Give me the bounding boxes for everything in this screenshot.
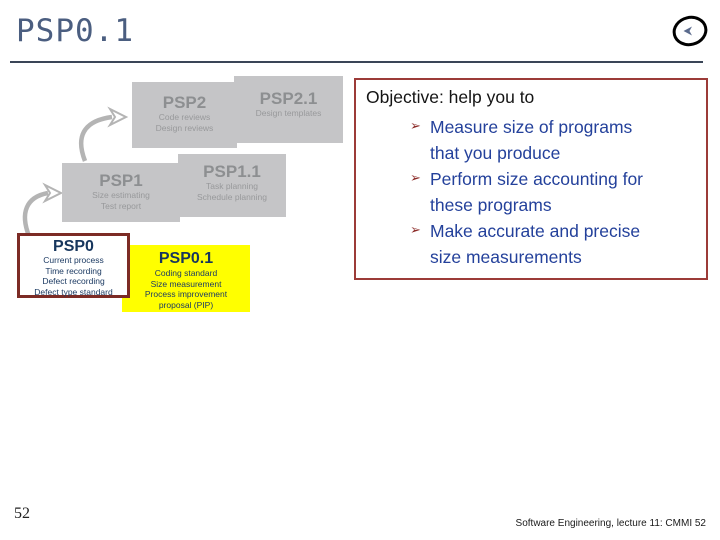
process-box-title: PSP1.1 (203, 162, 261, 181)
objective-bullet-text: Perform size accounting for these progra… (430, 169, 644, 215)
process-box-details: Coding standard Size measurement Process… (144, 268, 228, 310)
right-arrowhead-bullet-icon: ➢ (410, 222, 421, 237)
objective-bullet: ➢ Measure size of programs that you prod… (410, 114, 698, 166)
process-box-psp1: PSP1 Size estimating Test report (62, 163, 180, 222)
objective-callout: Objective: help you to ➢ Measure size of… (354, 78, 708, 280)
slide-title: PSP0.1 (16, 13, 134, 49)
process-box-title: PSP2 (162, 93, 207, 112)
process-box-title: PSP0 (53, 238, 94, 255)
process-box-psp1-1: PSP1.1 Task planning Schedule planning (178, 154, 286, 217)
objective-heading: Objective: help you to (366, 87, 535, 107)
process-box-details: Size estimating Test report (92, 190, 150, 211)
process-box-details: Current process Time recording Defect re… (34, 255, 113, 297)
page-number: 52 (14, 505, 30, 522)
right-arrowhead-bullet-icon: ➢ (410, 170, 421, 185)
process-box-title: PSP0.1 (158, 250, 214, 267)
process-box-details: Task planning Schedule planning (197, 181, 267, 202)
process-box-title: PSP1 (99, 171, 143, 190)
footer-text: Software Engineering, lecture 11: CMMI 5… (515, 518, 706, 529)
process-box-psp0: PSP0 Current process Time recording Defe… (17, 233, 130, 298)
title-underline (10, 61, 703, 63)
arrow-psp1-to-psp2 (79, 106, 129, 162)
arrow-psp0-to-psp1 (22, 182, 64, 237)
process-box-details: Code reviews Design reviews (155, 112, 214, 133)
process-box-psp0-1-highlighted: PSP0.1 Coding standard Size measurement … (122, 245, 250, 312)
objective-bullet: ➢ Perform size accounting for these prog… (410, 166, 698, 218)
objective-bullet-text: Measure size of programs that you produc… (430, 117, 633, 163)
objective-bullet-text: Make accurate and precise size measureme… (430, 221, 641, 267)
process-box-psp2: PSP2 Code reviews Design reviews (132, 82, 237, 148)
circle-arrow-logo-icon (672, 15, 708, 47)
process-box-psp2-1: PSP2.1 Design templates (234, 76, 343, 143)
process-box-title: PSP2.1 (259, 89, 318, 108)
objective-bullet: ➢ Make accurate and precise size measure… (410, 218, 698, 270)
process-box-details: Design templates (255, 108, 322, 118)
right-arrowhead-bullet-icon: ➢ (410, 118, 421, 133)
